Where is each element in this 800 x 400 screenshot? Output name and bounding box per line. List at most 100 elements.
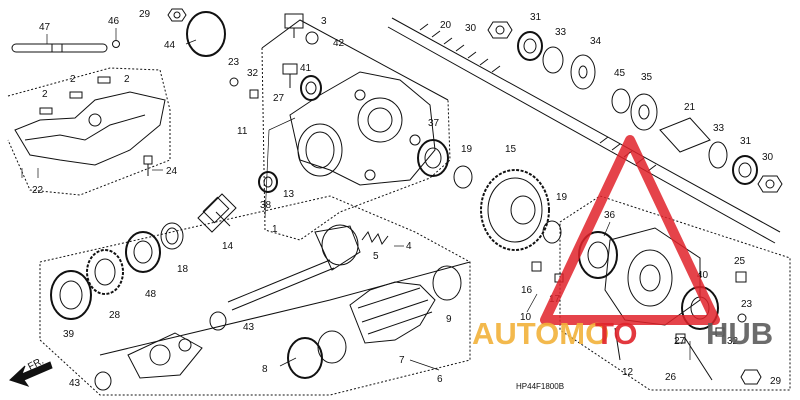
callout-44: 44 bbox=[164, 40, 176, 51]
callout-23: 23 bbox=[228, 57, 240, 68]
callout-labels: 47 46 29 44 3 42 20 30 31 33 34 2 2 2 23… bbox=[26, 9, 781, 391]
callout-19: 19 bbox=[461, 144, 473, 155]
washer-23-low bbox=[737, 313, 747, 323]
callout-7: 7 bbox=[399, 355, 405, 366]
callout-5: 5 bbox=[373, 251, 379, 262]
callout-27: 27 bbox=[674, 336, 686, 347]
oring-42 bbox=[305, 31, 319, 45]
leader-lines bbox=[21, 28, 691, 371]
nut-29-low bbox=[740, 369, 762, 385]
callout-2: 2 bbox=[42, 89, 48, 100]
callout-34: 34 bbox=[590, 36, 602, 47]
callout-48: 48 bbox=[145, 289, 157, 300]
joint-10 bbox=[127, 332, 203, 379]
watermark-brand-left: AUTOMO bbox=[472, 316, 609, 351]
nut-29-top bbox=[167, 8, 187, 22]
callout-37: 37 bbox=[428, 118, 440, 129]
bolt-3 bbox=[284, 13, 304, 38]
band-8 bbox=[287, 337, 323, 379]
boot-7 bbox=[349, 281, 436, 344]
spring-5 bbox=[361, 230, 389, 246]
callout-20: 20 bbox=[440, 20, 452, 31]
washer-34 bbox=[570, 54, 596, 90]
ring-45 bbox=[611, 88, 631, 114]
seal-33-mid bbox=[708, 141, 728, 169]
stud-27 bbox=[282, 63, 298, 88]
callout-11: 11 bbox=[237, 126, 248, 137]
callout-23: 23 bbox=[741, 299, 753, 310]
callout-29: 29 bbox=[139, 9, 151, 20]
callout-30: 30 bbox=[465, 23, 477, 34]
callout-2: 2 bbox=[124, 74, 130, 85]
nut-30-top bbox=[487, 21, 513, 39]
seal-39 bbox=[50, 270, 92, 320]
bearing-37 bbox=[417, 139, 449, 177]
guard-22 bbox=[14, 91, 166, 166]
bolt-32-low bbox=[715, 327, 725, 337]
callout-39: 39 bbox=[63, 329, 75, 340]
group-outline bbox=[7, 19, 791, 396]
sleeve-21 bbox=[659, 117, 711, 153]
bearing-13 bbox=[258, 171, 278, 193]
collar-31-top bbox=[517, 31, 543, 61]
front-arrow bbox=[9, 361, 53, 387]
callout-45: 45 bbox=[614, 68, 626, 79]
callout-19: 19 bbox=[556, 192, 568, 203]
driveshaft-4 bbox=[227, 224, 361, 311]
hose-47 bbox=[11, 43, 108, 53]
callout-43: 43 bbox=[69, 378, 81, 389]
callout-32: 32 bbox=[247, 68, 259, 79]
callout-47: 47 bbox=[39, 22, 51, 33]
callout-18: 18 bbox=[177, 264, 189, 275]
clip-43-low bbox=[94, 371, 112, 391]
bolt-12 bbox=[614, 327, 621, 361]
callout-12: 12 bbox=[622, 367, 634, 378]
callout-15: 15 bbox=[505, 144, 517, 155]
callout-16: 16 bbox=[521, 285, 533, 296]
bearing-28 bbox=[86, 249, 124, 295]
callout-6: 6 bbox=[437, 374, 443, 385]
plug-46 bbox=[112, 40, 120, 48]
bolt-24 bbox=[143, 155, 153, 176]
callout-9: 9 bbox=[446, 314, 452, 325]
gear-case-11 bbox=[289, 71, 436, 186]
seal-33-top bbox=[542, 46, 564, 74]
callout-25: 25 bbox=[734, 256, 746, 267]
nut-30-mid bbox=[757, 175, 783, 193]
callout-32: 32 bbox=[727, 336, 739, 347]
callout-40: 40 bbox=[697, 270, 709, 281]
callout-3: 3 bbox=[321, 16, 327, 27]
callout-27: 27 bbox=[273, 93, 285, 104]
warning-triangle-logo bbox=[540, 135, 720, 325]
callout-46: 46 bbox=[108, 16, 120, 27]
callout-4: 4 bbox=[406, 241, 412, 252]
axle-20 bbox=[387, 17, 781, 244]
diagram-code: HP44F1800B bbox=[516, 382, 564, 391]
callout-41: 41 bbox=[300, 63, 312, 74]
pinion-14 bbox=[197, 193, 237, 233]
callout-33: 33 bbox=[713, 123, 725, 134]
callout-35: 35 bbox=[641, 72, 653, 83]
clip-43-mid bbox=[209, 311, 227, 331]
bearing-48 bbox=[125, 231, 161, 273]
callout-28: 28 bbox=[109, 310, 121, 321]
washer-23 bbox=[229, 77, 239, 87]
watermark: AUTOMO TO HUB bbox=[472, 135, 773, 351]
bolt-25 bbox=[735, 271, 747, 283]
callout-26: 26 bbox=[665, 372, 677, 383]
shim-19-low bbox=[542, 220, 562, 244]
clip-2 bbox=[39, 76, 111, 115]
callout-42: 42 bbox=[333, 38, 345, 49]
callout-14: 14 bbox=[222, 241, 234, 252]
callout-13: 13 bbox=[283, 189, 295, 200]
collar-31-mid bbox=[732, 155, 758, 185]
bolt-32 bbox=[249, 89, 259, 99]
callout-24: 24 bbox=[166, 166, 178, 177]
callout-21: 21 bbox=[684, 102, 696, 113]
watermark-brand-right: HUB bbox=[706, 316, 773, 351]
callout-33: 33 bbox=[555, 27, 567, 38]
watermark-brand-mid: TO bbox=[595, 316, 638, 351]
callout-10: 10 bbox=[520, 312, 532, 323]
band-9 bbox=[432, 265, 462, 301]
